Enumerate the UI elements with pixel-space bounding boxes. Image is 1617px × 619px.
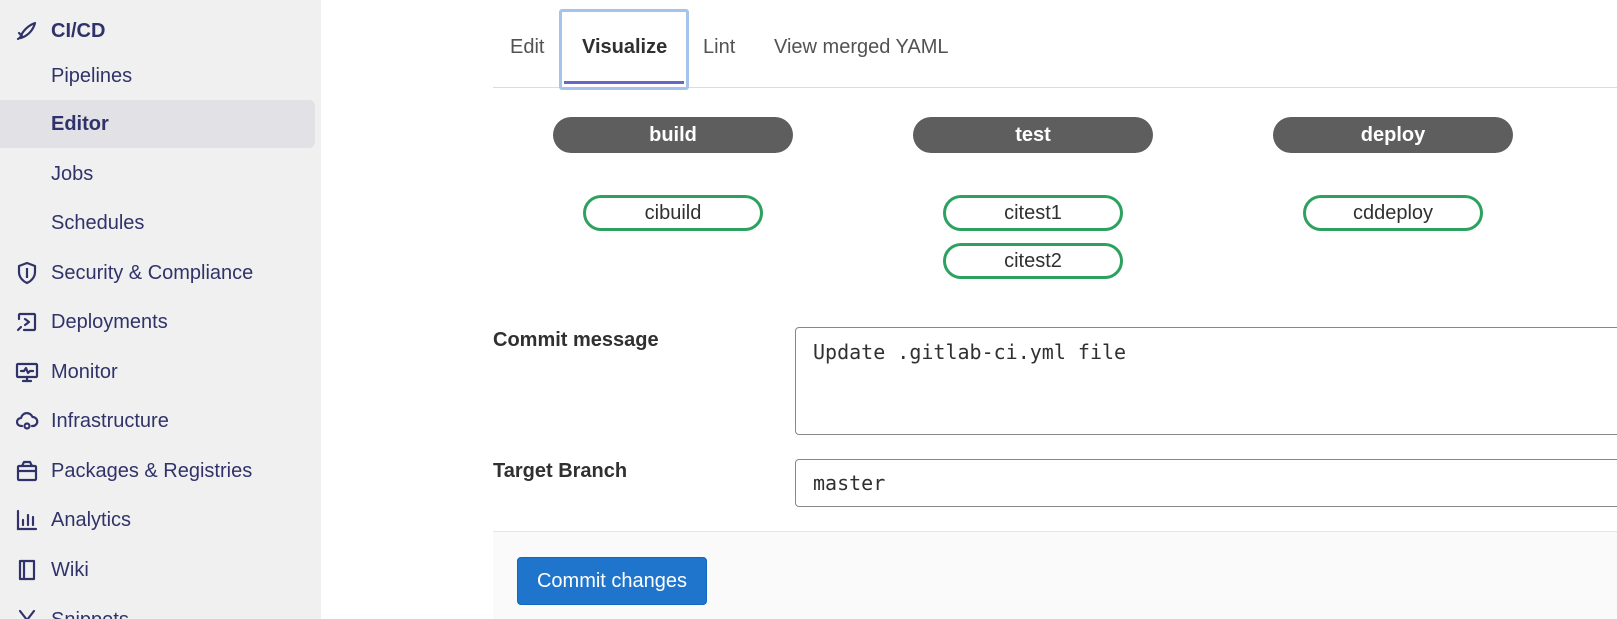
- sidebar-item-deployments[interactable]: Deployments: [0, 298, 315, 346]
- tab-focus-ring: [559, 9, 689, 90]
- deployments-icon: [14, 309, 40, 335]
- sidebar-item-label: Packages & Registries: [51, 459, 253, 482]
- sidebar-item-label: Snippets: [51, 609, 129, 619]
- rocket-icon: [14, 18, 40, 44]
- target-branch-label: Target Branch: [493, 460, 628, 482]
- tab-active-indicator: [564, 81, 684, 84]
- job-citest1[interactable]: citest1: [943, 195, 1123, 231]
- sidebar-item-label: Editor: [51, 112, 109, 135]
- sidebar-item-label: Security & Compliance: [51, 261, 254, 284]
- sidebar: CI/CD Pipelines Editor Jobs Schedules Se…: [0, 0, 321, 619]
- chart-icon: [14, 507, 40, 533]
- commit-message-field[interactable]: Update .gitlab-ci.yml file: [795, 327, 1617, 435]
- shield-icon: [14, 260, 40, 286]
- sidebar-item-snippets[interactable]: Snippets: [0, 596, 315, 619]
- commit-changes-button[interactable]: Commit changes: [517, 557, 707, 605]
- tab-visualize[interactable]: Visualize: [582, 36, 668, 58]
- package-icon: [14, 458, 40, 484]
- job-cibuild[interactable]: cibuild: [583, 195, 763, 231]
- commit-message-label: Commit message: [493, 329, 659, 351]
- stage-build: build: [553, 117, 793, 153]
- monitor-icon: [14, 359, 40, 385]
- job-citest2[interactable]: citest2: [943, 243, 1123, 279]
- sidebar-item-label: Wiki: [51, 558, 89, 581]
- sidebar-item-infrastructure[interactable]: Infrastructure: [0, 397, 315, 445]
- sidebar-item-editor[interactable]: Editor: [0, 100, 315, 148]
- sidebar-item-monitor[interactable]: Monitor: [0, 348, 315, 396]
- sidebar-item-label: Jobs: [51, 162, 94, 185]
- sidebar-item-cicd[interactable]: CI/CD: [0, 7, 315, 55]
- editor-tabs: [493, 0, 1617, 88]
- stage-test: test: [913, 117, 1153, 153]
- sidebar-item-schedules[interactable]: Schedules: [0, 199, 315, 247]
- target-branch-field[interactable]: master: [795, 459, 1617, 507]
- scissors-icon: [14, 607, 40, 619]
- job-cddeploy[interactable]: cddeploy: [1303, 195, 1483, 231]
- sidebar-item-wiki[interactable]: Wiki: [0, 546, 315, 594]
- tab-lint[interactable]: Lint: [703, 36, 736, 58]
- sidebar-item-label: Monitor: [51, 360, 118, 383]
- sidebar-item-label: Schedules: [51, 211, 145, 234]
- sidebar-item-pipelines[interactable]: Pipelines: [0, 52, 315, 100]
- cloud-gear-icon: [14, 408, 40, 434]
- sidebar-item-jobs[interactable]: Jobs: [0, 150, 315, 198]
- sidebar-item-label: Pipelines: [51, 64, 133, 87]
- sidebar-item-label: Deployments: [51, 310, 168, 333]
- sidebar-item-packages[interactable]: Packages & Registries: [0, 447, 315, 495]
- sidebar-item-label: CI/CD: [51, 19, 106, 42]
- sidebar-item-analytics[interactable]: Analytics: [0, 496, 315, 544]
- stage-deploy: deploy: [1273, 117, 1513, 153]
- tab-view-merged-yaml[interactable]: View merged YAML: [774, 36, 949, 58]
- book-icon: [14, 557, 40, 583]
- sidebar-item-label: Infrastructure: [51, 409, 169, 432]
- sidebar-item-label: Analytics: [51, 508, 132, 531]
- sidebar-item-security[interactable]: Security & Compliance: [0, 249, 315, 297]
- tab-edit[interactable]: Edit: [510, 36, 545, 58]
